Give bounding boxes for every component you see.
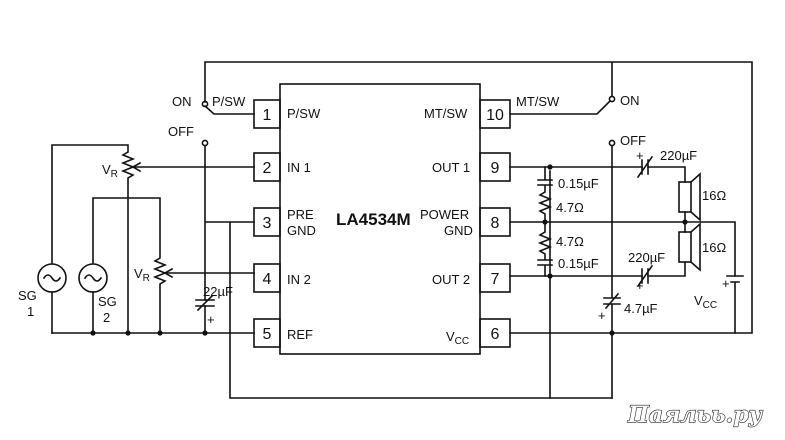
cap-4-7uf: + 4.7µF xyxy=(598,145,658,399)
svg-text:GND: GND xyxy=(287,223,316,238)
switch-mtsw: MT/SW ON OFF xyxy=(509,93,646,148)
svg-text:OFF: OFF xyxy=(620,133,646,148)
svg-text:8: 8 xyxy=(491,215,500,232)
pin-8: 8 POWER GND xyxy=(420,207,511,238)
svg-text:OUT 2: OUT 2 xyxy=(432,272,470,287)
svg-text:VCC: VCC xyxy=(446,329,469,347)
svg-text:10: 10 xyxy=(486,107,504,124)
vr2-potentiometer: VR xyxy=(92,197,255,334)
switch-psw: ON P/SW OFF xyxy=(168,94,255,147)
svg-text:POWER: POWER xyxy=(420,207,469,222)
power-gnd-wire xyxy=(509,221,736,277)
vr1-potentiometer: VR xyxy=(51,144,255,334)
svg-text:0.15µF: 0.15µF xyxy=(558,176,599,191)
svg-text:VR: VR xyxy=(134,266,150,284)
svg-text:4.7Ω: 4.7Ω xyxy=(556,234,584,249)
svg-text:P/SW: P/SW xyxy=(287,106,321,121)
pin-6: 6 VCC xyxy=(446,318,511,348)
svg-text:IN 2: IN 2 xyxy=(287,272,311,287)
signal-generator-2: SG 2 xyxy=(78,263,117,334)
svg-text:MT/SW: MT/SW xyxy=(516,94,560,109)
speaker-1: 16Ω xyxy=(678,172,726,222)
svg-text:GND: GND xyxy=(444,223,473,238)
svg-text:16Ω: 16Ω xyxy=(702,240,726,255)
cap-220uf-2: + 220µF xyxy=(628,250,686,293)
svg-text:4.7µF: 4.7µF xyxy=(624,301,658,316)
svg-text:ON: ON xyxy=(620,93,640,108)
svg-text:+: + xyxy=(636,278,644,293)
pin-5: 5 REF xyxy=(253,318,313,348)
svg-text:P/SW: P/SW xyxy=(212,94,246,109)
svg-text:6: 6 xyxy=(491,326,500,343)
svg-text:MT/SW: MT/SW xyxy=(424,106,468,121)
svg-text:220µF: 220µF xyxy=(628,250,665,265)
svg-text:VR: VR xyxy=(102,162,118,180)
svg-text:VCC: VCC xyxy=(694,293,717,311)
svg-text:16Ω: 16Ω xyxy=(702,188,726,203)
cap-22uf: + 22µF xyxy=(195,284,233,334)
zobel-2: 4.7Ω 0.15µF xyxy=(537,221,599,277)
speaker-2: 16Ω xyxy=(678,222,726,272)
pin-4: 4 IN 2 xyxy=(253,263,311,293)
top-wire xyxy=(204,61,753,334)
vcc-source: + VCC xyxy=(694,275,744,334)
svg-text:4: 4 xyxy=(263,271,272,288)
svg-text:+: + xyxy=(722,276,730,291)
signal-generator-1: SG 1 xyxy=(18,263,67,334)
svg-text:SG: SG xyxy=(18,288,37,303)
svg-text:3: 3 xyxy=(263,215,272,232)
svg-text:220µF: 220µF xyxy=(660,148,697,163)
pin-9: 9 OUT 1 xyxy=(432,152,511,182)
svg-text:+: + xyxy=(598,308,606,323)
watermark: Паяльь.ру xyxy=(627,402,764,428)
svg-text:1: 1 xyxy=(27,304,34,319)
svg-text:PRE: PRE xyxy=(287,207,314,222)
svg-text:5: 5 xyxy=(263,326,272,343)
pin-1: 1 P/SW xyxy=(253,99,321,129)
svg-text:2: 2 xyxy=(263,160,272,177)
svg-text:2: 2 xyxy=(103,310,110,325)
svg-text:0.15µF: 0.15µF xyxy=(558,256,599,271)
svg-text:22µF: 22µF xyxy=(203,284,233,299)
svg-text:4.7Ω: 4.7Ω xyxy=(556,200,584,215)
svg-text:IN 1: IN 1 xyxy=(287,160,311,175)
svg-text:+: + xyxy=(636,148,644,163)
pin-2: 2 IN 1 xyxy=(253,152,311,182)
svg-text:9: 9 xyxy=(491,160,500,177)
pin-3: 3 PRE GND xyxy=(253,207,316,238)
svg-text:REF: REF xyxy=(287,327,313,342)
svg-text:OFF: OFF xyxy=(168,124,194,139)
svg-text:7: 7 xyxy=(491,271,500,288)
pin-7: 7 OUT 2 xyxy=(432,263,511,293)
svg-text:SG: SG xyxy=(98,294,117,309)
chip-name: LA4534M xyxy=(336,210,411,229)
svg-text:1: 1 xyxy=(263,107,272,124)
svg-text:OUT 1: OUT 1 xyxy=(432,160,470,175)
cap-220uf-1: + 220µF xyxy=(636,148,697,183)
pin-10: 10 MT/SW xyxy=(424,99,511,129)
svg-text:ON: ON xyxy=(172,94,192,109)
zobel-1: 0.15µF 4.7Ω xyxy=(537,166,599,223)
pre-gnd-wire xyxy=(204,145,551,399)
svg-text:+: + xyxy=(207,312,215,327)
